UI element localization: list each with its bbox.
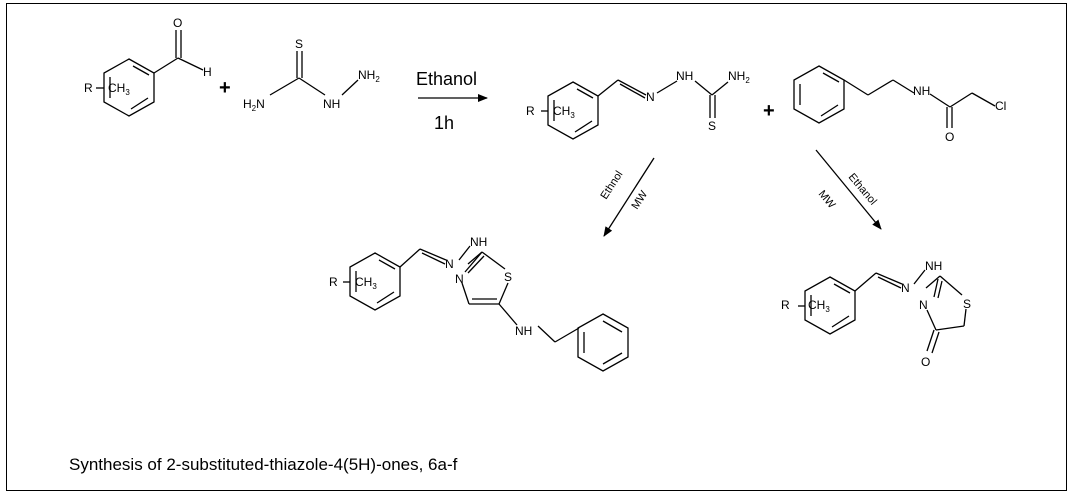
scheme-frame [6, 3, 1067, 491]
methyl-label: CH3 [108, 81, 130, 97]
methyl-label: CH3 [355, 275, 377, 291]
benzaldehyde-structure [96, 30, 204, 117]
substituent-r-label: R [84, 81, 93, 95]
thiosemicarbazide-structure [269, 51, 359, 96]
atom-label-s: S [295, 37, 303, 51]
atom-label-s: S [708, 119, 716, 133]
atom-label-nh: NH [515, 324, 532, 338]
atom-label-nh: NH [676, 69, 693, 83]
atom-label-nh: NH [470, 235, 487, 249]
atom-label-s: S [963, 297, 971, 311]
substituent-r-label: R [526, 104, 535, 118]
atom-label-nh: NH [925, 259, 942, 273]
condition-step1-time: 1h [434, 113, 454, 133]
atom-label-o: O [921, 355, 930, 369]
amine-nh2-label: NH2 [728, 69, 750, 85]
atom-label-n: N [919, 298, 928, 312]
product-thiazolone-structure [798, 269, 967, 354]
atom-label-nh: NH [323, 97, 340, 111]
thiosemicarbazone-structure [541, 79, 729, 140]
atom-label-s: S [504, 270, 512, 284]
amine-nh2-label: NH2 [358, 68, 380, 84]
atom-label-n: N [455, 272, 464, 286]
atom-label-o: O [945, 130, 954, 144]
atom-label-n: N [901, 281, 910, 295]
atom-label-o: O [173, 16, 182, 30]
condition-right-solvent: Ethanol [846, 171, 879, 207]
condition-right-energy: MW [816, 188, 838, 211]
atom-label-h: H [203, 65, 212, 79]
methyl-label: CH3 [808, 298, 830, 314]
atom-label-cl: Cl [995, 99, 1006, 113]
condition-step1-reagent: Ethanol [416, 69, 477, 89]
atom-label-n: N [445, 257, 454, 271]
reaction-arrow-left [603, 157, 655, 237]
plus-sign-2: + [763, 100, 775, 122]
plus-sign-1: + [219, 77, 231, 99]
chloroacetamide-structure [793, 65, 996, 128]
atom-label-n: N [646, 90, 655, 104]
amine-h2n-label: H2N [243, 97, 265, 113]
condition-left-solvent: Ethnol [598, 169, 625, 202]
product-aminothiazole-structure [343, 245, 629, 372]
atom-label-nh: NH [913, 84, 930, 98]
substituent-r-label: R [781, 298, 790, 312]
methyl-label: CH3 [553, 104, 575, 120]
reaction-arrow-right [815, 149, 882, 230]
scheme-caption: Synthesis of 2-substituted-thiazole-4(5H… [69, 455, 458, 474]
substituent-r-label: R [329, 275, 338, 289]
